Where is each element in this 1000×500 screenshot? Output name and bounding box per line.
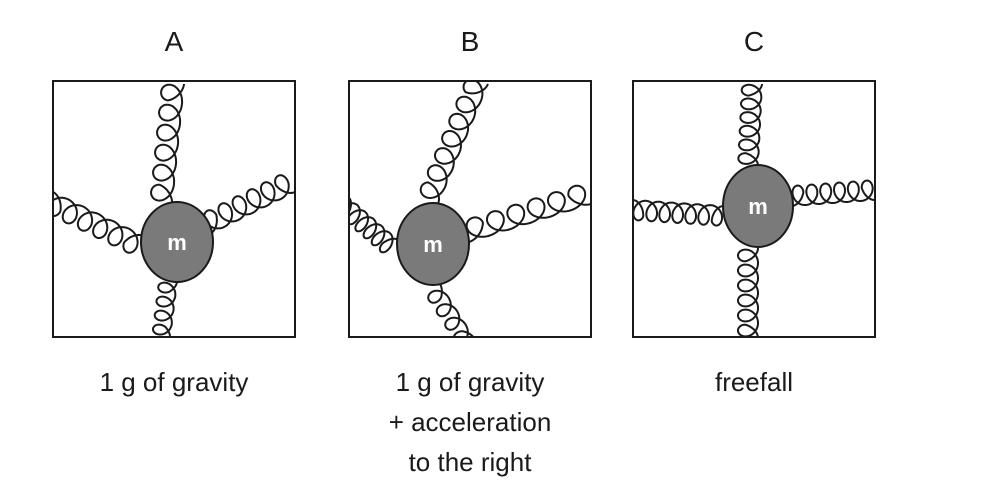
panel-c-frame: m (632, 80, 876, 338)
box-outline (348, 80, 592, 338)
panel-b-caption: 1 g of gravity + acceleration to the rig… (318, 362, 622, 482)
mass-label: m (167, 230, 187, 255)
spring-left (632, 199, 724, 227)
spring-bottom (152, 281, 178, 338)
box-outline (52, 80, 296, 338)
spring-right (203, 174, 296, 235)
mass-label: m (423, 232, 443, 257)
caption-line: freefall (714, 367, 794, 397)
panel-b-frame: m (348, 80, 592, 338)
spring-top (419, 80, 489, 205)
mass-ball (396, 202, 470, 286)
mass-ball (140, 201, 214, 283)
spring-left (52, 191, 145, 254)
caption-line: + acceleration (388, 407, 552, 437)
caption-line: 1 g of gravity (395, 367, 545, 397)
caption-line: 1 g of gravity (99, 367, 249, 397)
spring-top (737, 83, 763, 166)
mass-ball (722, 164, 794, 248)
spring-right (791, 179, 875, 207)
mass-label: m (748, 194, 768, 219)
spring-bottom (427, 283, 475, 338)
panel-a-caption: 1 g of gravity (22, 362, 326, 402)
panel-a-frame: m (52, 80, 296, 338)
spring-bottom (737, 248, 759, 338)
spring-right (465, 184, 592, 243)
panel-b-label: B (460, 26, 480, 57)
box-outline (632, 80, 876, 338)
panel-a-label: A (164, 26, 184, 57)
panel-c-label: C (743, 26, 765, 57)
spring-top (150, 83, 185, 204)
spring-left (348, 197, 399, 254)
caption-line: to the right (408, 447, 532, 477)
panel-c-caption: freefall (602, 362, 906, 402)
